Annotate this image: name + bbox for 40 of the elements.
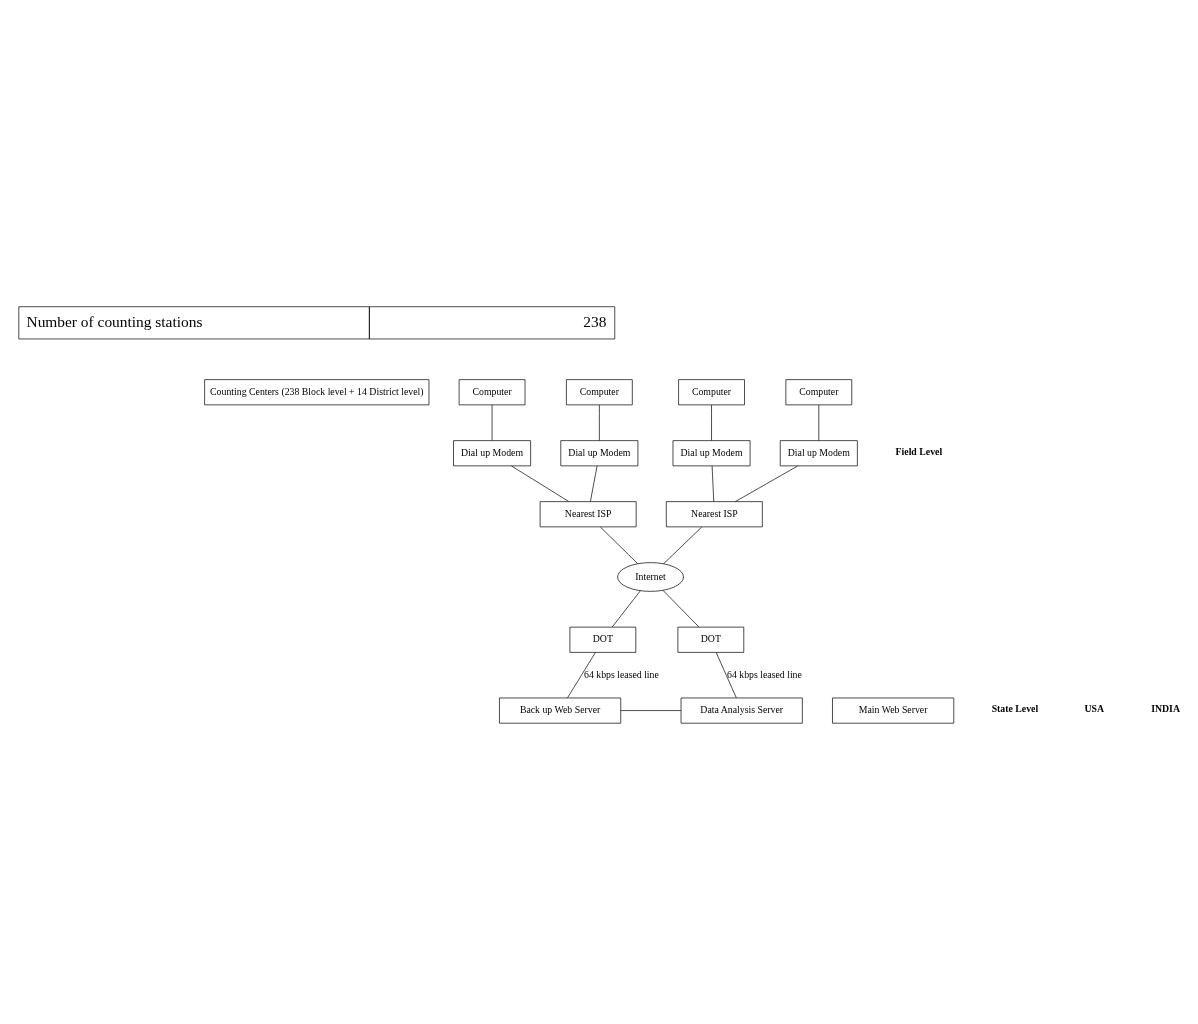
connector	[715, 651, 737, 698]
edge-label: 64 kbps leased line	[584, 668, 659, 680]
node-box: Computer	[785, 378, 853, 405]
connector	[511, 465, 570, 502]
node-box: Dial up Modem	[779, 439, 858, 466]
connector	[662, 589, 700, 627]
label: USA	[1084, 702, 1105, 714]
node-box: DOT	[569, 626, 637, 653]
connector	[567, 651, 596, 698]
node-box: Dial up Modem	[672, 439, 751, 466]
connector	[711, 465, 715, 502]
node-box: Computer	[566, 378, 633, 405]
node-box: Nearest ISP	[665, 500, 763, 527]
node-box: Dial up Modem	[560, 439, 639, 466]
node-box: Computer	[678, 378, 745, 405]
connector	[818, 404, 820, 441]
connector	[663, 526, 703, 564]
connector	[600, 526, 638, 564]
node-box: Data Analysis Server	[680, 697, 803, 724]
label: Number of counting stations	[26, 312, 203, 330]
connector	[491, 404, 493, 441]
node-box: Back up Web Server	[499, 697, 622, 724]
label: State Level	[991, 702, 1039, 714]
node-box: Counting Centers (238 Block level + 14 District level)	[204, 378, 430, 405]
connector	[590, 465, 598, 502]
node-box: Computer	[458, 378, 526, 405]
connector	[711, 404, 712, 441]
node-box: Main Web Server	[832, 697, 955, 724]
edge-label: 64 kbps leased line	[727, 668, 802, 680]
connector	[620, 709, 682, 711]
node-ellipse: Internet	[617, 561, 684, 592]
connector	[611, 589, 641, 627]
label: 238	[583, 312, 607, 330]
connector	[599, 404, 600, 441]
node-box: Nearest ISP	[539, 500, 637, 527]
node-box: DOT	[677, 626, 745, 653]
label: Field Level	[895, 445, 943, 457]
label: INDIA	[1151, 702, 1181, 714]
connector	[734, 465, 798, 502]
node-box: Dial up Modem	[453, 439, 531, 466]
